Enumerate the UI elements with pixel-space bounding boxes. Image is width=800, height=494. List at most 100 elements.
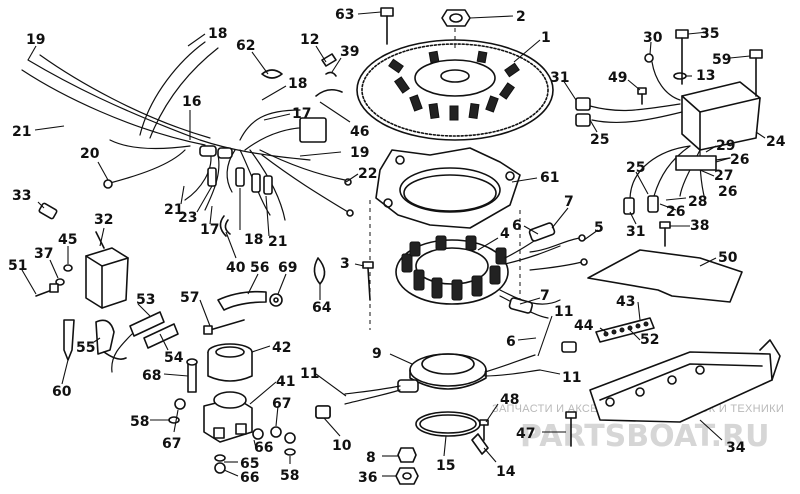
nut-69: [269, 293, 283, 307]
callout-18-top: 18: [208, 26, 227, 42]
stator-screw: [362, 261, 374, 301]
callout-6-top: 6: [512, 218, 522, 234]
callout-58-left: 58: [130, 414, 149, 430]
callout-26-top: 26: [730, 152, 749, 168]
callout-49: 49: [608, 70, 627, 86]
flywheel: [356, 39, 554, 141]
callout-56: 56: [250, 260, 269, 276]
cable-clip: [321, 53, 337, 77]
callout-10: 10: [332, 438, 352, 454]
callout-39: 39: [340, 44, 359, 60]
callout-46: 46: [350, 124, 369, 140]
callout-62: 62: [236, 38, 255, 54]
stator-mount-plate: [375, 147, 521, 229]
callout-45: 45: [58, 232, 77, 248]
callout-47: 47: [516, 426, 535, 442]
callout-4: 4: [500, 226, 510, 242]
screw-38: [659, 221, 671, 247]
wiring-harness: [21, 41, 354, 235]
callout-55: 55: [76, 340, 95, 356]
callout-26-mid: 26: [718, 184, 737, 200]
timer-nut: [395, 467, 419, 485]
sleeve-42: [207, 343, 253, 382]
callout-7-top: 7: [564, 194, 574, 210]
callout-33: 33: [12, 188, 31, 204]
callout-32: 32: [94, 212, 113, 228]
starter-solenoid-41: [203, 391, 253, 443]
washer-13: [673, 72, 687, 80]
callout-25-bottom: 25: [626, 160, 645, 176]
watermark-brand: PARTSBOAT.RU: [520, 419, 770, 454]
nut-67-right: [270, 426, 296, 444]
callout-18-bottom: 18: [244, 232, 263, 248]
callout-labels: 63 2 1 12 39 62 19 18 18 16 17 21 20 21 …: [8, 7, 786, 486]
callout-11-bottom: 11: [562, 370, 581, 386]
callout-24: 24: [766, 134, 786, 150]
callout-54: 54: [164, 350, 184, 366]
washer-37: [55, 278, 65, 286]
callout-53: 53: [136, 292, 155, 308]
clamp-40: [219, 215, 227, 237]
callout-14: 14: [496, 464, 516, 480]
clip-60: [63, 319, 75, 361]
callout-41: 41: [276, 374, 295, 390]
callout-58-right: 58: [280, 468, 299, 484]
callout-31-bottom: 31: [626, 224, 645, 240]
callout-1: 1: [541, 30, 551, 46]
pin-68: [186, 358, 198, 393]
callout-37: 37: [34, 246, 53, 262]
callout-31-top: 31: [550, 70, 569, 86]
callout-18-mid: 18: [288, 76, 307, 92]
screw-49: [637, 87, 647, 105]
screw-57: [203, 319, 245, 335]
callout-68: 68: [142, 368, 161, 384]
callout-52: 52: [640, 332, 659, 348]
callout-44: 44: [574, 318, 594, 334]
terminal-block: [595, 317, 655, 343]
callout-19-left: 19: [26, 32, 45, 48]
callout-5: 5: [594, 220, 604, 236]
callout-21-mid: 21: [164, 202, 183, 218]
callout-66-right: 66: [254, 440, 273, 456]
callout-6-bottom: 6: [506, 334, 516, 350]
callout-61: 61: [540, 170, 559, 186]
callout-38: 38: [690, 218, 709, 234]
power-pack-screw-59: [749, 49, 763, 97]
callout-9: 9: [372, 346, 382, 362]
ground-strap: [644, 53, 681, 101]
flywheel-bolt: [380, 7, 394, 45]
callout-43: 43: [616, 294, 635, 310]
leader-lines: [21, 11, 766, 477]
callout-42: 42: [272, 340, 291, 356]
callout-27: 27: [714, 168, 733, 184]
retainer-56: [217, 290, 267, 311]
callout-20: 20: [80, 146, 100, 162]
callout-28: 28: [688, 194, 707, 210]
callout-30: 30: [643, 30, 663, 46]
timer-link: [471, 433, 489, 455]
connector-10: [315, 405, 331, 419]
washer-65: [214, 454, 226, 462]
callout-36: 36: [358, 470, 377, 486]
callout-12: 12: [300, 32, 319, 48]
callout-29: 29: [716, 138, 735, 154]
nut-66: [214, 428, 264, 474]
timer-base: [315, 353, 541, 419]
boot-55: [95, 319, 127, 360]
timer-bolt: [397, 447, 417, 463]
callout-63: 63: [335, 7, 354, 23]
clip-64: [313, 257, 326, 285]
callout-11-top: 11: [554, 304, 573, 320]
callout-21-left: 21: [12, 124, 31, 140]
ignition-coil-32: [85, 231, 129, 309]
callout-64: 64: [312, 300, 332, 316]
washer-45: [63, 264, 73, 272]
callout-66-bottom: 66: [240, 470, 259, 486]
flywheel-nut: [441, 9, 471, 27]
callout-57: 57: [180, 290, 199, 306]
retaining-ring: [415, 411, 481, 437]
callout-15: 15: [436, 458, 455, 474]
callout-21-right: 21: [268, 234, 287, 250]
callout-2: 2: [516, 9, 526, 25]
callout-67-left: 67: [162, 436, 181, 452]
